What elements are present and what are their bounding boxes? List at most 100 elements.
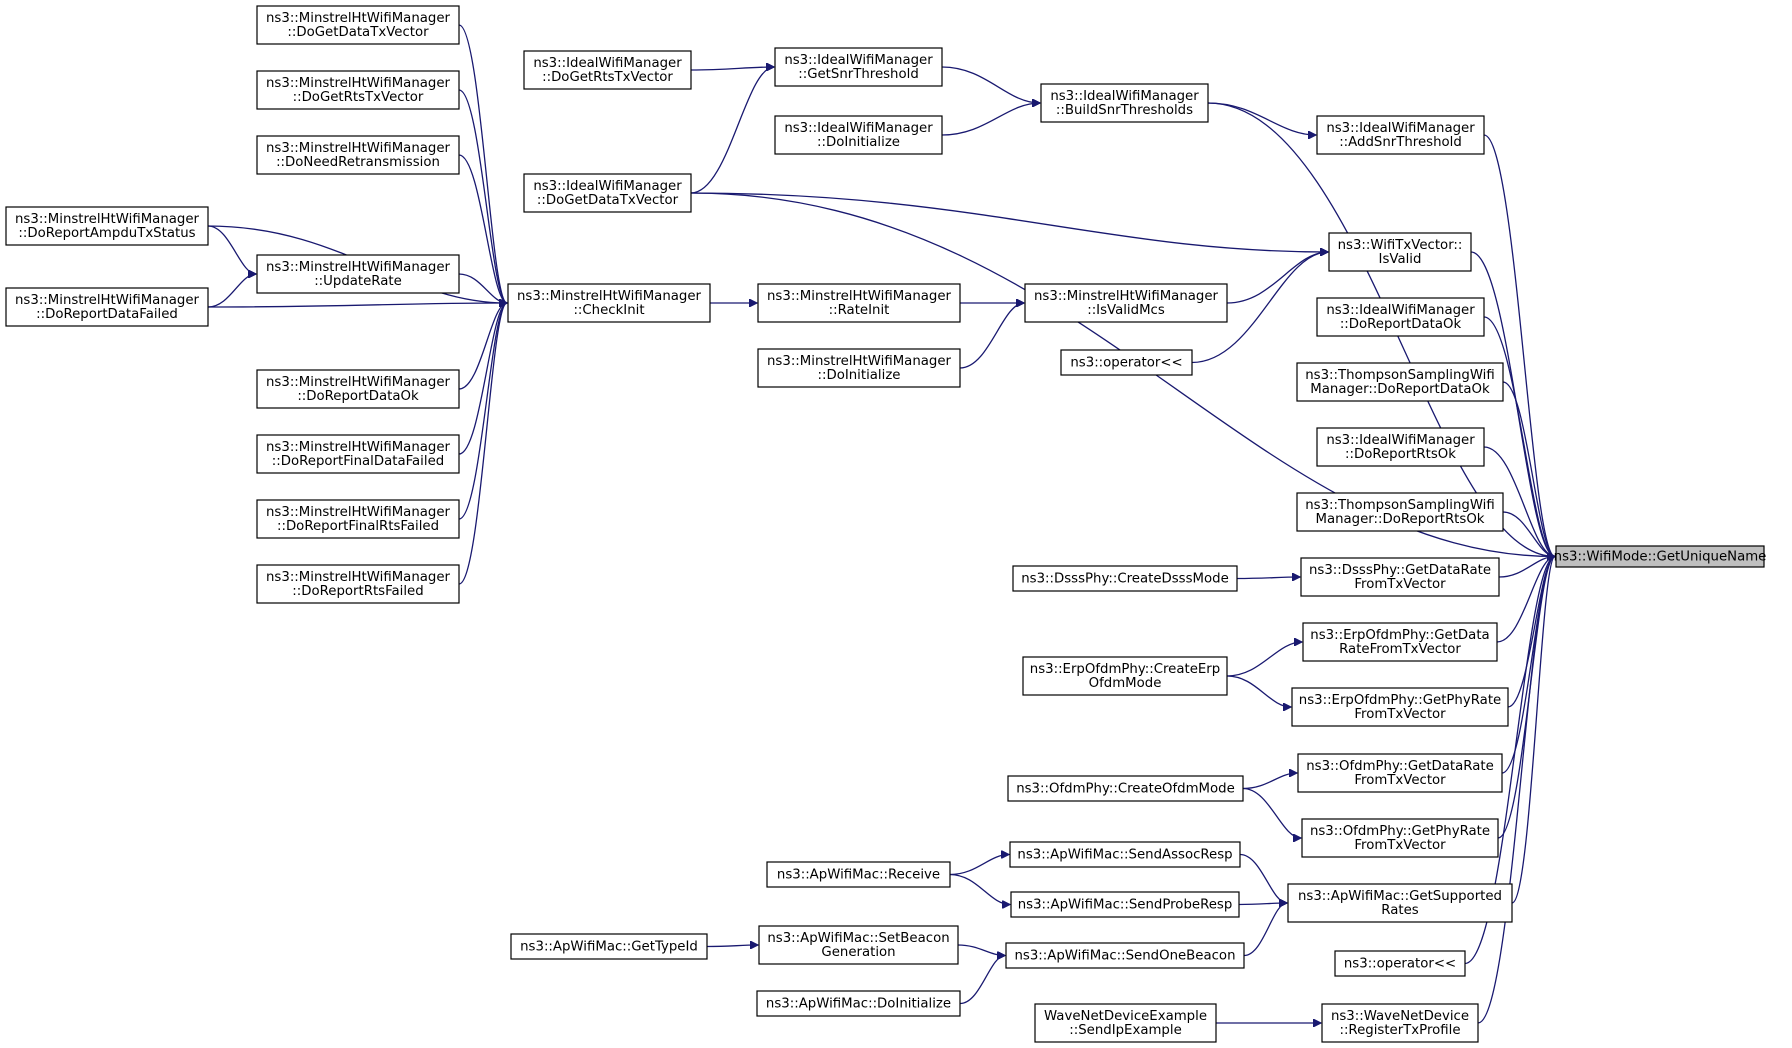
- node-box: [766, 861, 951, 888]
- node-label-line: ns3::WifiMode::GetUniqueName: [1554, 550, 1767, 565]
- edge-n_mh_doreportfinalrts-to-n_mh_checkinit: [458, 303, 507, 520]
- node-box: [256, 499, 460, 539]
- node-label-line: Generation: [821, 945, 895, 960]
- node-idealwifimanager-dogetdatatxvector[interactable]: ns3::IdealWifiManager::DoGetDataTxVector: [523, 173, 692, 213]
- node-box: [1321, 1003, 1479, 1043]
- node-minstrelhtwifimanager-dogetdatatxvector[interactable]: ns3::MinstrelHtWifiManager::DoGetDataTxV…: [256, 5, 460, 45]
- node-label-line: ns3::MinstrelHtWifiManager: [266, 440, 451, 455]
- node-label-line: ns3::MinstrelHtWifiManager: [266, 76, 451, 91]
- node-box: [1287, 883, 1513, 923]
- node-idealwifimanager-addsnrthreshold[interactable]: ns3::IdealWifiManager::AddSnrThreshold: [1316, 115, 1485, 155]
- node-wifitxvector-isvalid[interactable]: ns3::WifiTxVector::IsValid: [1328, 232, 1472, 272]
- node-thompsonsamplingwifimanager-doreportrtsok[interactable]: ns3::ThompsonSamplingWifiManager::DoRepo…: [1296, 492, 1504, 532]
- node-wavenetdevice-registertxprofile[interactable]: ns3::WaveNetDevice::RegisterTxProfile: [1321, 1003, 1479, 1043]
- node-box: [756, 990, 961, 1017]
- node-minstrelhtwifimanager-doneedretransmission[interactable]: ns3::MinstrelHtWifiManager::DoNeedRetran…: [256, 135, 460, 175]
- node-minstrelhtwifimanager-updaterate[interactable]: ns3::MinstrelHtWifiManager::UpdateRate: [256, 254, 460, 294]
- node-dsssphy-createdsssmode[interactable]: ns3::DsssPhy::CreateDsssMode: [1012, 565, 1238, 592]
- node-minstrelhtwifimanager-rateinit[interactable]: ns3::MinstrelHtWifiManager::RateInit: [757, 283, 961, 323]
- edge-n_ofdm_create-to-n_ofdm_getphyrate: [1242, 787, 1301, 839]
- node-idealwifimanager-doreportrtsok[interactable]: ns3::IdealWifiManager::DoReportRtsOk: [1316, 427, 1485, 467]
- node-minstrelhtwifimanager-doreportfinaldatafailed[interactable]: ns3::MinstrelHtWifiManager::DoReportFina…: [256, 434, 460, 474]
- node-apwifimac-doinitialize[interactable]: ns3::ApWifiMac::DoInitialize: [756, 990, 961, 1017]
- edge-n_ap_sendassoc-to-n_ap_getsupported: [1239, 853, 1287, 904]
- node-label-line: ns3::operator<<: [1070, 356, 1182, 371]
- node-label-line: ::RegisterTxProfile: [1339, 1023, 1460, 1038]
- node-box: [1296, 362, 1504, 402]
- node-minstrelhtwifimanager-isvalidmcs[interactable]: ns3::MinstrelHtWifiManager::IsValidMcs: [1024, 283, 1228, 323]
- node-idealwifimanager-doinitialize[interactable]: ns3::IdealWifiManager::DoInitialize: [774, 115, 943, 155]
- node-minstrelhtwifimanager-checkinit[interactable]: ns3::MinstrelHtWifiManager::CheckInit: [507, 283, 711, 323]
- node-label-line: Manager::DoReportDataOk: [1310, 382, 1490, 397]
- node-wavenetdeviceexample-sendipexample[interactable]: WaveNetDeviceExample::SendIpExample: [1034, 1003, 1217, 1043]
- node-thompsonsamplingwifimanager-doreportdataok[interactable]: ns3::ThompsonSamplingWifiManager::DoRepo…: [1296, 362, 1504, 402]
- node-apwifimac-sendproberesp[interactable]: ns3::ApWifiMac::SendProbeResp: [1010, 891, 1240, 918]
- node-box: [5, 206, 209, 246]
- node-operator[interactable]: ns3::operator<<: [1060, 349, 1193, 376]
- edge-n_ap_getsupported-to-root: [1511, 557, 1555, 904]
- node-box: [758, 925, 959, 965]
- node-label-line: ns3::IdealWifiManager: [1326, 121, 1475, 136]
- node-box: [1060, 349, 1193, 376]
- node-label-line: Rates: [1381, 903, 1418, 918]
- node-label-line: RateFromTxVector: [1339, 642, 1461, 657]
- edge-n_ideal_getsnr-to-n_ideal_buildsnr: [941, 66, 1040, 103]
- node-wifimode-getuniquename[interactable]: ns3::WifiMode::GetUniqueName: [1554, 545, 1767, 568]
- edge-n_erp_create-to-n_erp_getphyrate: [1226, 675, 1291, 707]
- node-minstrelhtwifimanager-doreportfinalrtsfailed[interactable]: ns3::MinstrelHtWifiManager::DoReportFina…: [256, 499, 460, 539]
- edge-n_ap_sendprobe-to-n_ap_getsupported: [1238, 903, 1287, 905]
- node-box: [1316, 297, 1485, 337]
- node-label-line: ::DoReportDataFailed: [36, 307, 178, 322]
- node-box: [1296, 492, 1504, 532]
- node-minstrelhtwifimanager-doinitialize[interactable]: ns3::MinstrelHtWifiManager::DoInitialize: [757, 348, 961, 388]
- node-minstrelhtwifimanager-doreportdatafailed[interactable]: ns3::MinstrelHtWifiManager::DoReportData…: [5, 287, 209, 327]
- node-idealwifimanager-buildsnrthresholds[interactable]: ns3::IdealWifiManager::BuildSnrThreshold…: [1040, 83, 1209, 123]
- node-label-line: ns3::ApWifiMac::SetBeacon: [767, 931, 949, 946]
- node-minstrelhtwifimanager-dogetrtstxvector[interactable]: ns3::MinstrelHtWifiManager::DoGetRtsTxVe…: [256, 70, 460, 110]
- edge-n_ap_doinit-to-n_ap_sendonebeacon: [959, 956, 1005, 1005]
- node-apwifimac-sendonebeacon[interactable]: ns3::ApWifiMac::SendOneBeacon: [1005, 942, 1245, 969]
- node-operator[interactable]: ns3::operator<<: [1334, 950, 1466, 977]
- edge-n_ap_setbeacon-to-n_ap_sendonebeacon: [957, 944, 1005, 956]
- node-label-line: ns3::MinstrelHtWifiManager: [517, 289, 702, 304]
- edge-n_ideal_doreportdataok-to-root: [1483, 316, 1555, 557]
- edge-n_ap_receive-to-n_ap_sendassoc: [949, 855, 1009, 876]
- edge-n_ideal_dogetrts-to-n_ideal_getsnr: [690, 67, 774, 70]
- node-idealwifimanager-doreportdataok[interactable]: ns3::IdealWifiManager::DoReportDataOk: [1316, 297, 1485, 337]
- node-minstrelhtwifimanager-doreportrtsfailed[interactable]: ns3::MinstrelHtWifiManager::DoReportRtsF…: [256, 564, 460, 604]
- node-label-line: ::DoReportRtsFailed: [292, 584, 423, 599]
- node-label-line: ::DoReportDataOk: [1340, 317, 1462, 332]
- node-label-line: ns3::MinstrelHtWifiManager: [15, 212, 200, 227]
- node-box: [1022, 656, 1228, 696]
- node-minstrelhtwifimanager-doreportdataok[interactable]: ns3::MinstrelHtWifiManager::DoReportData…: [256, 369, 460, 409]
- node-label-line: ::BuildSnrThresholds: [1056, 103, 1193, 118]
- node-label-line: ::DoInitialize: [818, 368, 901, 383]
- node-apwifimac-gettypeid[interactable]: ns3::ApWifiMac::GetTypeId: [510, 933, 708, 960]
- edge-n_mh_doreportrtsfailed-to-n_mh_checkinit: [458, 303, 507, 585]
- node-box: [1328, 232, 1472, 272]
- edge-n_ap_sendonebeacon-to-n_ap_getsupported: [1243, 903, 1287, 957]
- node-box: [1334, 950, 1466, 977]
- node-label-line: ns3::ApWifiMac::SendAssocResp: [1017, 848, 1232, 863]
- edge-n_mh_doreportdatafailed-to-n_mh_updaterate: [207, 274, 256, 308]
- node-minstrelhtwifimanager-doreportampdutxstatus[interactable]: ns3::MinstrelHtWifiManager::DoReportAmpd…: [5, 206, 209, 246]
- node-label-line: ::DoGetRtsTxVector: [293, 90, 424, 105]
- node-idealwifimanager-dogetrtstxvector[interactable]: ns3::IdealWifiManager::DoGetRtsTxVector: [523, 50, 692, 90]
- node-box: [1316, 427, 1485, 467]
- node-idealwifimanager-getsnrthreshold[interactable]: ns3::IdealWifiManager::GetSnrThreshold: [774, 47, 943, 87]
- node-apwifimac-receive[interactable]: ns3::ApWifiMac::Receive: [766, 861, 951, 888]
- node-apwifimac-sendassocresp[interactable]: ns3::ApWifiMac::SendAssocResp: [1009, 841, 1241, 868]
- edge-n_ap_gettypeid-to-n_ap_setbeacon: [706, 945, 758, 947]
- node-box: [1297, 753, 1503, 793]
- node-ofdmphy-createofdmmode[interactable]: ns3::OfdmPhy::CreateOfdmMode: [1007, 775, 1244, 802]
- edge-n_mh_doneedretx-to-n_mh_checkinit: [458, 154, 507, 303]
- node-label-line: ns3::OfdmPhy::CreateOfdmMode: [1016, 782, 1235, 797]
